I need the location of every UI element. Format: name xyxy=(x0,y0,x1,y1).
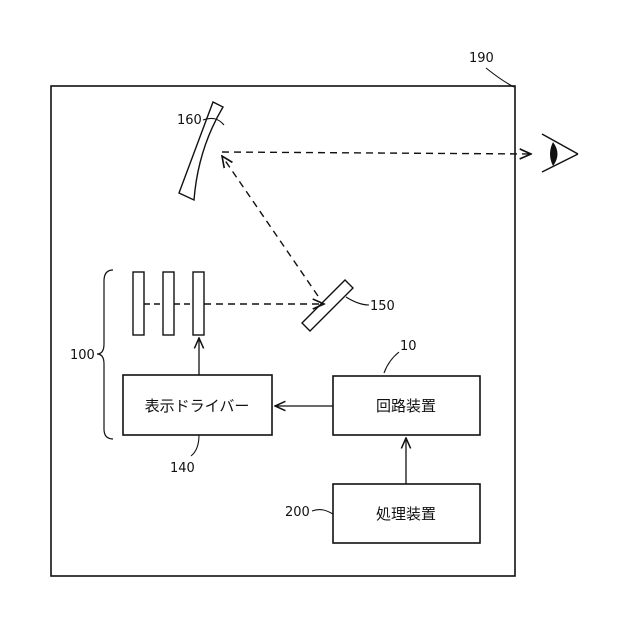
flat-mirror-leader xyxy=(346,297,369,305)
circuit-device-leader xyxy=(384,352,399,373)
display-driver-ref: 140 xyxy=(170,461,195,476)
light-path-to-concave-mirror xyxy=(222,156,318,296)
outer-frame-leader xyxy=(486,68,514,87)
circuit-device-label: 回路装置 xyxy=(376,397,436,415)
processing-device-leader xyxy=(312,510,333,514)
display-driver-label: 表示ドライバー xyxy=(145,397,250,415)
circuit-device-ref: 10 xyxy=(400,339,417,354)
display-group-ref: 100 xyxy=(70,348,95,363)
outer-frame-ref: 190 xyxy=(469,51,494,66)
display-panel-2 xyxy=(163,272,174,335)
light-path-to-eye xyxy=(222,152,531,154)
flat-mirror-ref: 150 xyxy=(370,299,395,314)
display-panel-1 xyxy=(133,272,144,335)
display-panel-3 xyxy=(193,272,204,335)
display-driver-leader xyxy=(191,435,199,456)
display-group-bracket xyxy=(97,270,113,439)
processing-device-label: 処理装置 xyxy=(376,505,436,523)
processing-device-ref: 200 xyxy=(285,505,310,520)
flat-mirror xyxy=(302,280,353,331)
concave-mirror-ref: 160 xyxy=(177,113,202,128)
eye-icon xyxy=(542,134,578,172)
